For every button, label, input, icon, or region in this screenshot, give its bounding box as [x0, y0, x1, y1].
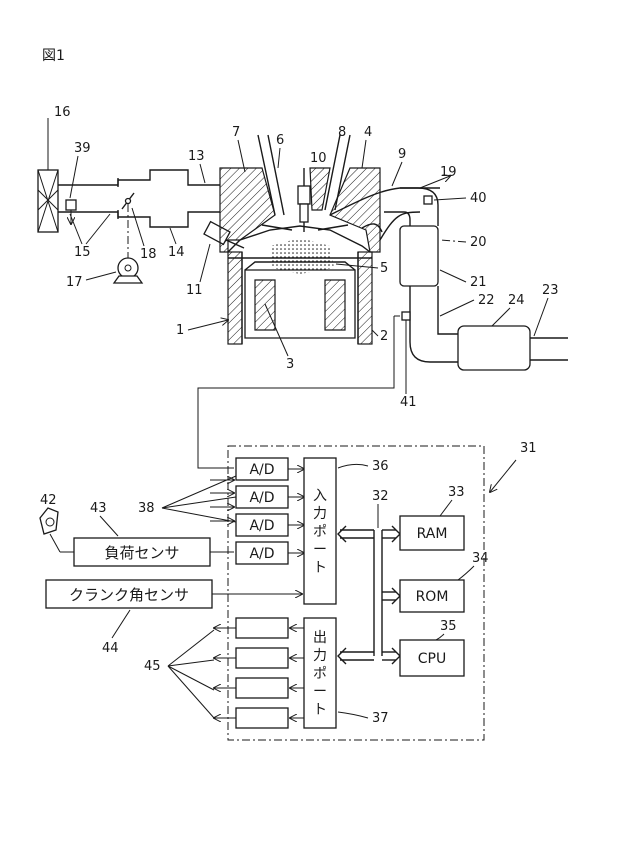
reference-number: 45 [144, 659, 161, 674]
reference-number: ト [313, 702, 327, 718]
reference-number: 24 [508, 293, 525, 308]
reference-number: 42 [40, 493, 57, 508]
reference-number: 19 [440, 165, 457, 180]
reference-number: 22 [478, 293, 495, 308]
ad-converter-3: A/D [249, 518, 274, 534]
memory-cpu: RAM ROM CPU [400, 516, 464, 676]
reference-number: 36 [372, 459, 389, 474]
fuel-spray [270, 238, 334, 274]
bidirectional-bus [338, 526, 400, 664]
ecu-label: 31 [520, 441, 537, 456]
ad-converter-1: A/D [249, 462, 274, 478]
reference-number: 37 [372, 711, 389, 726]
label-38-leaders: 38 [138, 476, 236, 522]
reference-number: 力 [313, 506, 327, 522]
intake-duct [58, 170, 220, 227]
figure-title: 図1 [42, 48, 65, 64]
spark-plug [298, 168, 310, 232]
reference-number: 43 [90, 501, 107, 516]
reference-number: 20 [470, 235, 487, 250]
reference-number: 14 [168, 245, 185, 260]
reference-number: 35 [440, 619, 457, 634]
output-port: 出 力 ポ ー ト [304, 618, 336, 728]
reference-number: 21 [470, 275, 487, 290]
reference-number: ポ [313, 666, 327, 682]
reference-number: ト [313, 560, 327, 576]
reference-number: ポ [313, 524, 327, 540]
input-port: 入 力 ポ ー ト [304, 458, 336, 604]
throttle-valve [114, 193, 142, 283]
rom-label: ROM [416, 589, 449, 605]
reference-number: 44 [102, 641, 119, 656]
reference-number: 23 [542, 283, 559, 298]
load-sensor-label: 負荷センサ [104, 544, 179, 562]
reference-number: 5 [380, 261, 388, 276]
reference-number: ー [313, 542, 327, 558]
reference-number: ー [313, 684, 327, 700]
reference-number: 9 [398, 147, 406, 162]
air-cleaner [38, 170, 58, 232]
reference-number: 11 [186, 283, 203, 298]
crank-angle-sensor-label: クランク角センサ [69, 586, 189, 604]
reference-number: 入 [313, 488, 327, 504]
reference-number: 39 [74, 141, 91, 156]
cpu-label: CPU [418, 651, 446, 667]
reference-number: 出 [313, 630, 327, 646]
reference-number: 40 [470, 191, 487, 206]
reference-number: 8 [338, 125, 346, 140]
accelerator-pedal [40, 508, 74, 552]
reference-number: 17 [66, 275, 83, 290]
ram-label: RAM [417, 526, 448, 542]
reference-number: 38 [138, 501, 155, 516]
reference-number: 力 [313, 648, 327, 664]
label-45-leaders: 45 [144, 630, 214, 718]
ad-converters: A/D A/D A/D A/D [236, 458, 304, 564]
ad-converter-2: A/D [249, 490, 274, 506]
reference-number: 4 [364, 125, 372, 140]
reference-number: 41 [400, 395, 417, 410]
reference-number: 1 [176, 323, 184, 338]
reference-number: 18 [140, 247, 157, 262]
reference-number: 16 [54, 105, 71, 120]
reference-number: 13 [188, 149, 205, 164]
reference-number: 10 [310, 151, 327, 166]
reference-number: 34 [472, 551, 489, 566]
reference-number: 15 [74, 245, 91, 260]
reference-number: 32 [372, 489, 389, 504]
reference-number: 7 [232, 125, 240, 140]
reference-number: 6 [276, 133, 284, 148]
reference-number: 3 [286, 357, 294, 372]
reference-number: 2 [380, 329, 388, 344]
reference-number: 33 [448, 485, 465, 500]
ad-converter-4: A/D [249, 546, 274, 562]
